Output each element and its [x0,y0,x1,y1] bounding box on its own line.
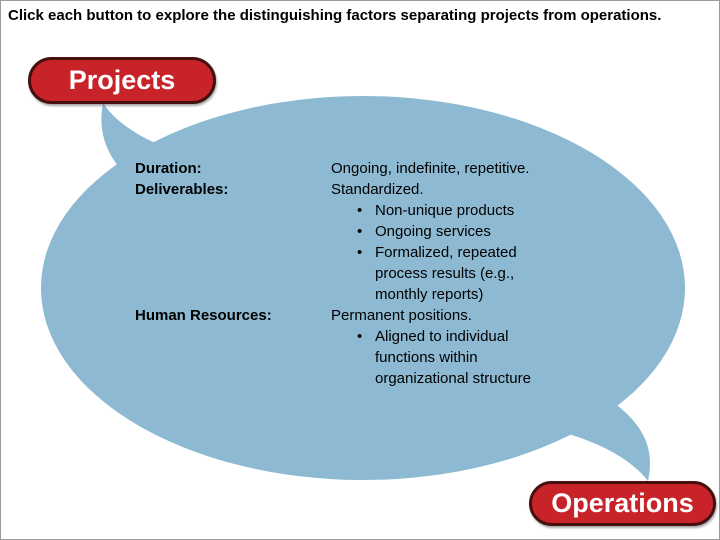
bullet-item: Ongoing services [357,221,566,242]
operations-button-label: Operations [551,488,694,518]
factor-row-human-resources: Human Resources: Permanent positions. Al… [135,305,575,389]
factor-row-duration: Duration: Ongoing, indefinite, repetitiv… [135,158,575,179]
factor-row-deliverables: Deliverables: Standardized. Non-unique p… [135,179,575,305]
bullet-item: Aligned to individual functions within o… [357,326,566,389]
factor-text-human-resources: Permanent positions. [331,307,472,324]
deliverables-bullet-list: Non-unique products Ongoing services For… [331,200,566,305]
bullet-item: Non-unique products [357,200,566,221]
bullet-item: Formalized, repeated process results (e.… [357,242,566,305]
instruction-text: Click each button to explore the disting… [8,7,662,24]
projects-button-label: Projects [68,65,176,95]
human-resources-bullet-list: Aligned to individual functions within o… [331,326,566,389]
factor-label-duration: Duration: [135,160,202,177]
factor-label-deliverables: Deliverables: [135,181,229,198]
projects-button[interactable]: Projects [28,57,216,104]
factor-text-duration: Ongoing, indefinite, repetitive. [331,160,530,177]
factor-label-human-resources: Human Resources: [135,307,272,324]
factor-text-deliverables: Standardized. [331,181,424,198]
bubble-content: Duration: Ongoing, indefinite, repetitiv… [135,158,575,389]
operations-button[interactable]: Operations [529,481,716,526]
